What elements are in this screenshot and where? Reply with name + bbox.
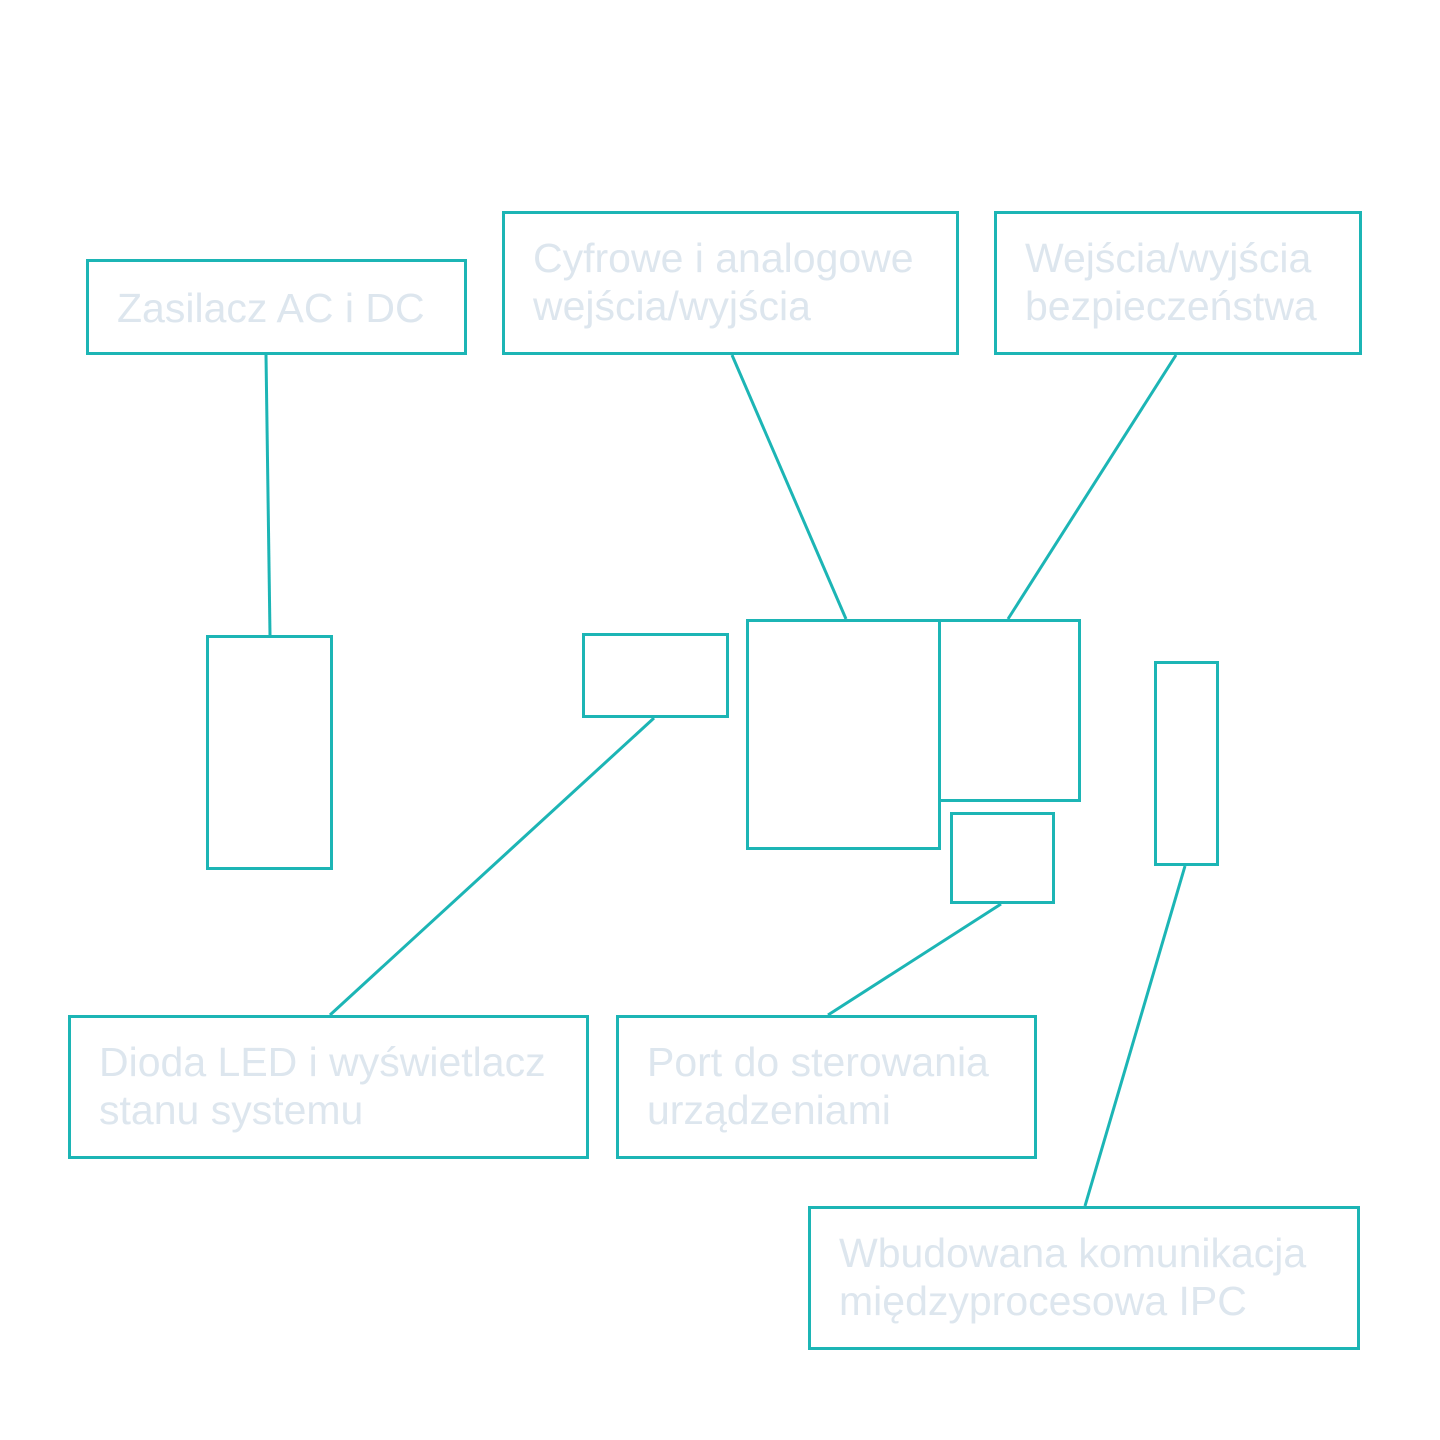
power-supply-module (206, 635, 333, 870)
callout-line: bezpieczeństwa (1025, 283, 1317, 329)
connector-digital-analog-io (730, 354, 848, 620)
device-control-port-module (950, 812, 1055, 904)
callout-line: Port do sterowania (647, 1039, 989, 1085)
callout-digital-analog-io-label: Cyfrowe i analogowe wejścia/wyjścia (533, 234, 956, 330)
callout-power-supply: Zasilacz AC i DC (86, 259, 467, 355)
callout-safety-io: Wejścia/wyjścia bezpieczeństwa (994, 211, 1362, 355)
callout-line: Dioda LED i wyświetlacz (99, 1039, 546, 1085)
callout-power-supply-label: Zasilacz AC i DC (117, 284, 464, 332)
callout-line: wejścia/wyjścia (533, 283, 811, 329)
callout-led-display-label: Dioda LED i wyświetlacz stanu systemu (99, 1038, 586, 1134)
digital-analog-io-module (746, 619, 941, 850)
callout-digital-analog-io: Cyfrowe i analogowe wejścia/wyjścia (502, 211, 959, 355)
connector-safety-io (1006, 354, 1178, 620)
connector-power-supply (264, 354, 272, 636)
connector-led-display (328, 716, 656, 1017)
callout-line: Cyfrowe i analogowe (533, 235, 914, 281)
led-display-module (582, 633, 729, 718)
callout-device-control-port-label: Port do sterowania urządzeniami (647, 1038, 1034, 1134)
callout-ipc-label: Wbudowana komunikacja międzyprocesowa IP… (839, 1229, 1357, 1325)
callout-safety-io-label: Wejścia/wyjścia bezpieczeństwa (1025, 234, 1359, 330)
callout-ipc: Wbudowana komunikacja międzyprocesowa IP… (808, 1206, 1360, 1350)
callout-device-control-port: Port do sterowania urządzeniami (616, 1015, 1037, 1159)
callout-line: stanu systemu (99, 1087, 364, 1133)
safety-io-module (938, 619, 1081, 802)
callout-led-display: Dioda LED i wyświetlacz stanu systemu (68, 1015, 589, 1159)
ipc-module (1154, 661, 1219, 866)
callout-line: urządzeniami (647, 1087, 891, 1133)
callout-line: Wejścia/wyjścia (1025, 235, 1312, 281)
connector-device-control-port (827, 902, 1002, 1017)
callout-line: międzyprocesowa IPC (839, 1278, 1247, 1324)
callout-line: Zasilacz AC i DC (117, 285, 425, 331)
callout-line: Wbudowana komunikacja (839, 1230, 1307, 1276)
connector-ipc (1083, 865, 1187, 1207)
